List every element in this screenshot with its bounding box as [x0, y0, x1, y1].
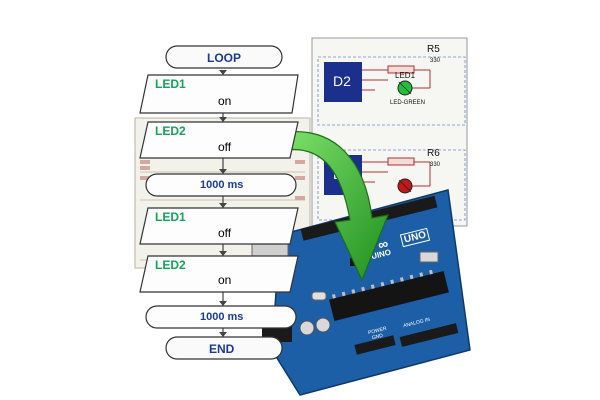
flow-step-3-value: 1000 ms — [200, 179, 244, 191]
flow-step-delay-2 — [145, 305, 297, 329]
resistor-r6-value: 330 — [430, 162, 441, 168]
flow-step-6-value: 1000 ms — [200, 311, 244, 323]
schematic-block-d2 — [324, 62, 362, 102]
flow-start-terminal — [165, 45, 283, 69]
flow-step-led2-off — [139, 121, 299, 159]
flow-step-1-device: LED1 — [155, 77, 186, 91]
microcontroller-chip — [329, 271, 449, 321]
flow-step-2-value: off — [218, 140, 232, 154]
resistor-r5-value: 330 — [430, 58, 441, 64]
flow-step-5-value: on — [218, 273, 232, 287]
flow-step-delay-1 — [145, 173, 297, 197]
flow-end-label: END — [209, 342, 235, 356]
led-green-caption: LED-GREEN — [390, 100, 426, 106]
flow-end-terminal — [165, 336, 283, 360]
flow-step-1-value: on — [218, 94, 232, 108]
flow-start-label: LOOP — [207, 51, 242, 65]
flow-step-4-value: off — [218, 226, 232, 240]
resistor-r5-label: R5 — [427, 44, 440, 55]
flow-step-led2-on — [139, 255, 299, 293]
flow-step-5-device: LED2 — [155, 258, 186, 272]
flow-step-led1-on — [139, 74, 299, 114]
schematic-d2-label: D2 — [333, 73, 351, 89]
led1-label: LED1 — [395, 71, 416, 80]
flow-step-led1-off — [139, 207, 299, 245]
resistor-r6-label: R6 — [427, 148, 440, 159]
flow-step-4-device: LED1 — [155, 210, 186, 224]
flow-step-2-device: LED2 — [155, 124, 186, 138]
